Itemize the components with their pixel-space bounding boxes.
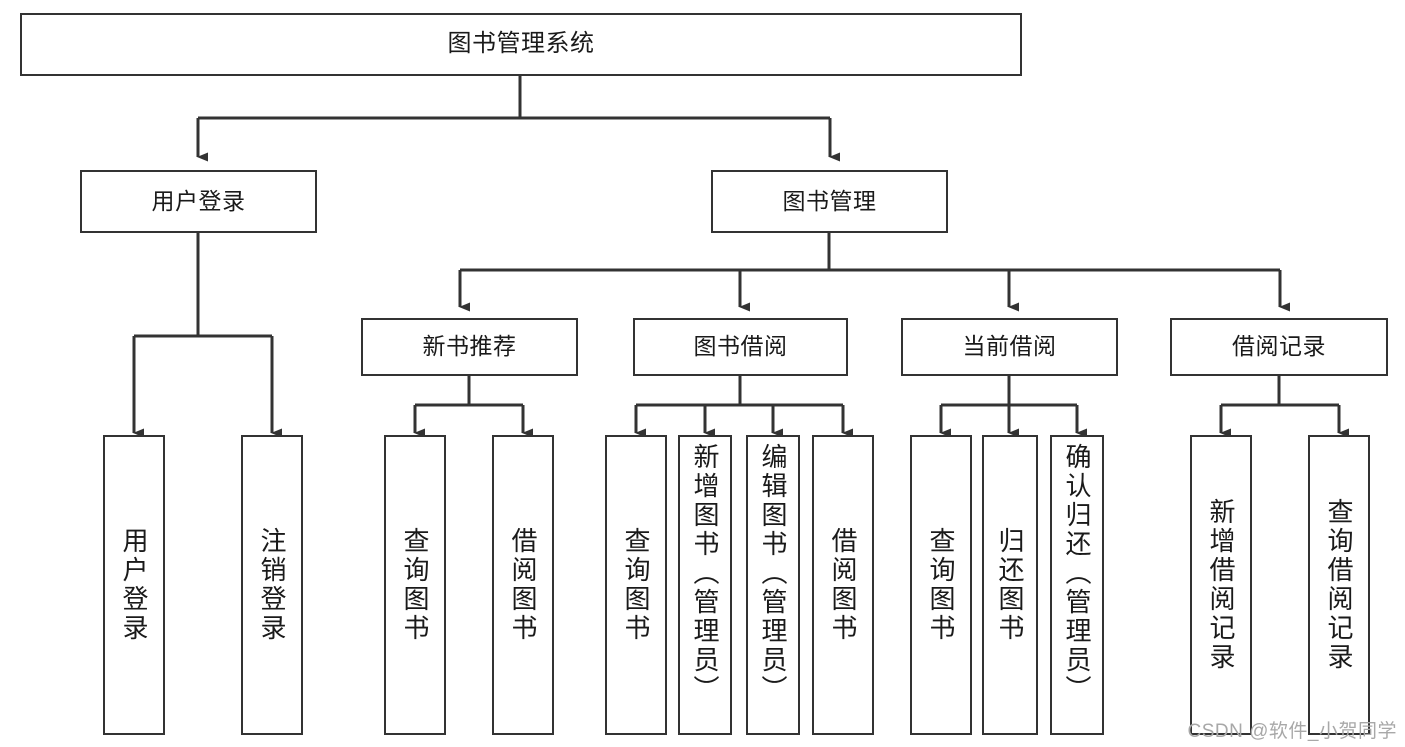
leaf-return-book[interactable]: 归还图书	[982, 435, 1038, 735]
node-label: 查询图书	[621, 527, 651, 643]
node-user-login[interactable]: 用户登录	[80, 170, 317, 233]
leaf-query-borrow-record[interactable]: 查询借阅记录	[1308, 435, 1370, 735]
node-current-borrow[interactable]: 当前借阅	[901, 318, 1118, 376]
node-label: 注销登录	[257, 527, 287, 643]
node-label: 归还图书	[995, 527, 1025, 643]
leaf-edit-book-admin[interactable]: 编辑图书（管理员）	[746, 435, 800, 735]
node-book-management[interactable]: 图书管理	[711, 170, 948, 233]
node-label: 借阅图书	[828, 527, 858, 643]
node-label: 新增借阅记录	[1206, 498, 1236, 672]
leaf-user-login[interactable]: 用户登录	[103, 435, 165, 735]
leaf-logout-login[interactable]: 注销登录	[241, 435, 303, 735]
node-label: 用户登录	[151, 187, 246, 214]
node-label: 借阅图书	[508, 527, 538, 643]
node-label: 图书管理	[782, 187, 877, 214]
node-new-book-recommend[interactable]: 新书推荐	[361, 318, 578, 376]
leaf-add-book-admin[interactable]: 新增图书（管理员）	[678, 435, 732, 735]
node-label: 图书借阅	[693, 333, 788, 360]
leaf-query-book-recommend[interactable]: 查询图书	[384, 435, 446, 735]
leaf-borrow-book[interactable]: 借阅图书	[812, 435, 874, 735]
node-label: 借阅记录	[1232, 333, 1326, 360]
leaf-add-borrow-record[interactable]: 新增借阅记录	[1190, 435, 1252, 735]
node-label: 新增图书（管理员）	[690, 443, 720, 704]
leaf-confirm-return-admin[interactable]: 确认归还（管理员）	[1050, 435, 1104, 735]
node-label: 当前借阅	[962, 333, 1057, 360]
leaf-borrow-book-recommend[interactable]: 借阅图书	[492, 435, 554, 735]
node-label: 确认归还（管理员）	[1062, 443, 1092, 704]
node-label: 查询借阅记录	[1324, 498, 1354, 672]
node-label: 用户登录	[119, 527, 149, 643]
node-label: 图书管理系统	[447, 30, 595, 58]
node-label: 查询图书	[926, 527, 956, 643]
node-book-borrow[interactable]: 图书借阅	[633, 318, 848, 376]
node-label: 查询图书	[400, 527, 430, 643]
node-label: 新书推荐	[422, 333, 517, 360]
leaf-query-book-borrow[interactable]: 查询图书	[605, 435, 667, 735]
leaf-query-book-current[interactable]: 查询图书	[910, 435, 972, 735]
node-label: 编辑图书（管理员）	[758, 443, 788, 704]
node-root-system[interactable]: 图书管理系统	[20, 13, 1022, 76]
node-borrow-record[interactable]: 借阅记录	[1170, 318, 1388, 376]
csdn-watermark: CSDN @软件_小贺同学	[1187, 721, 1397, 742]
